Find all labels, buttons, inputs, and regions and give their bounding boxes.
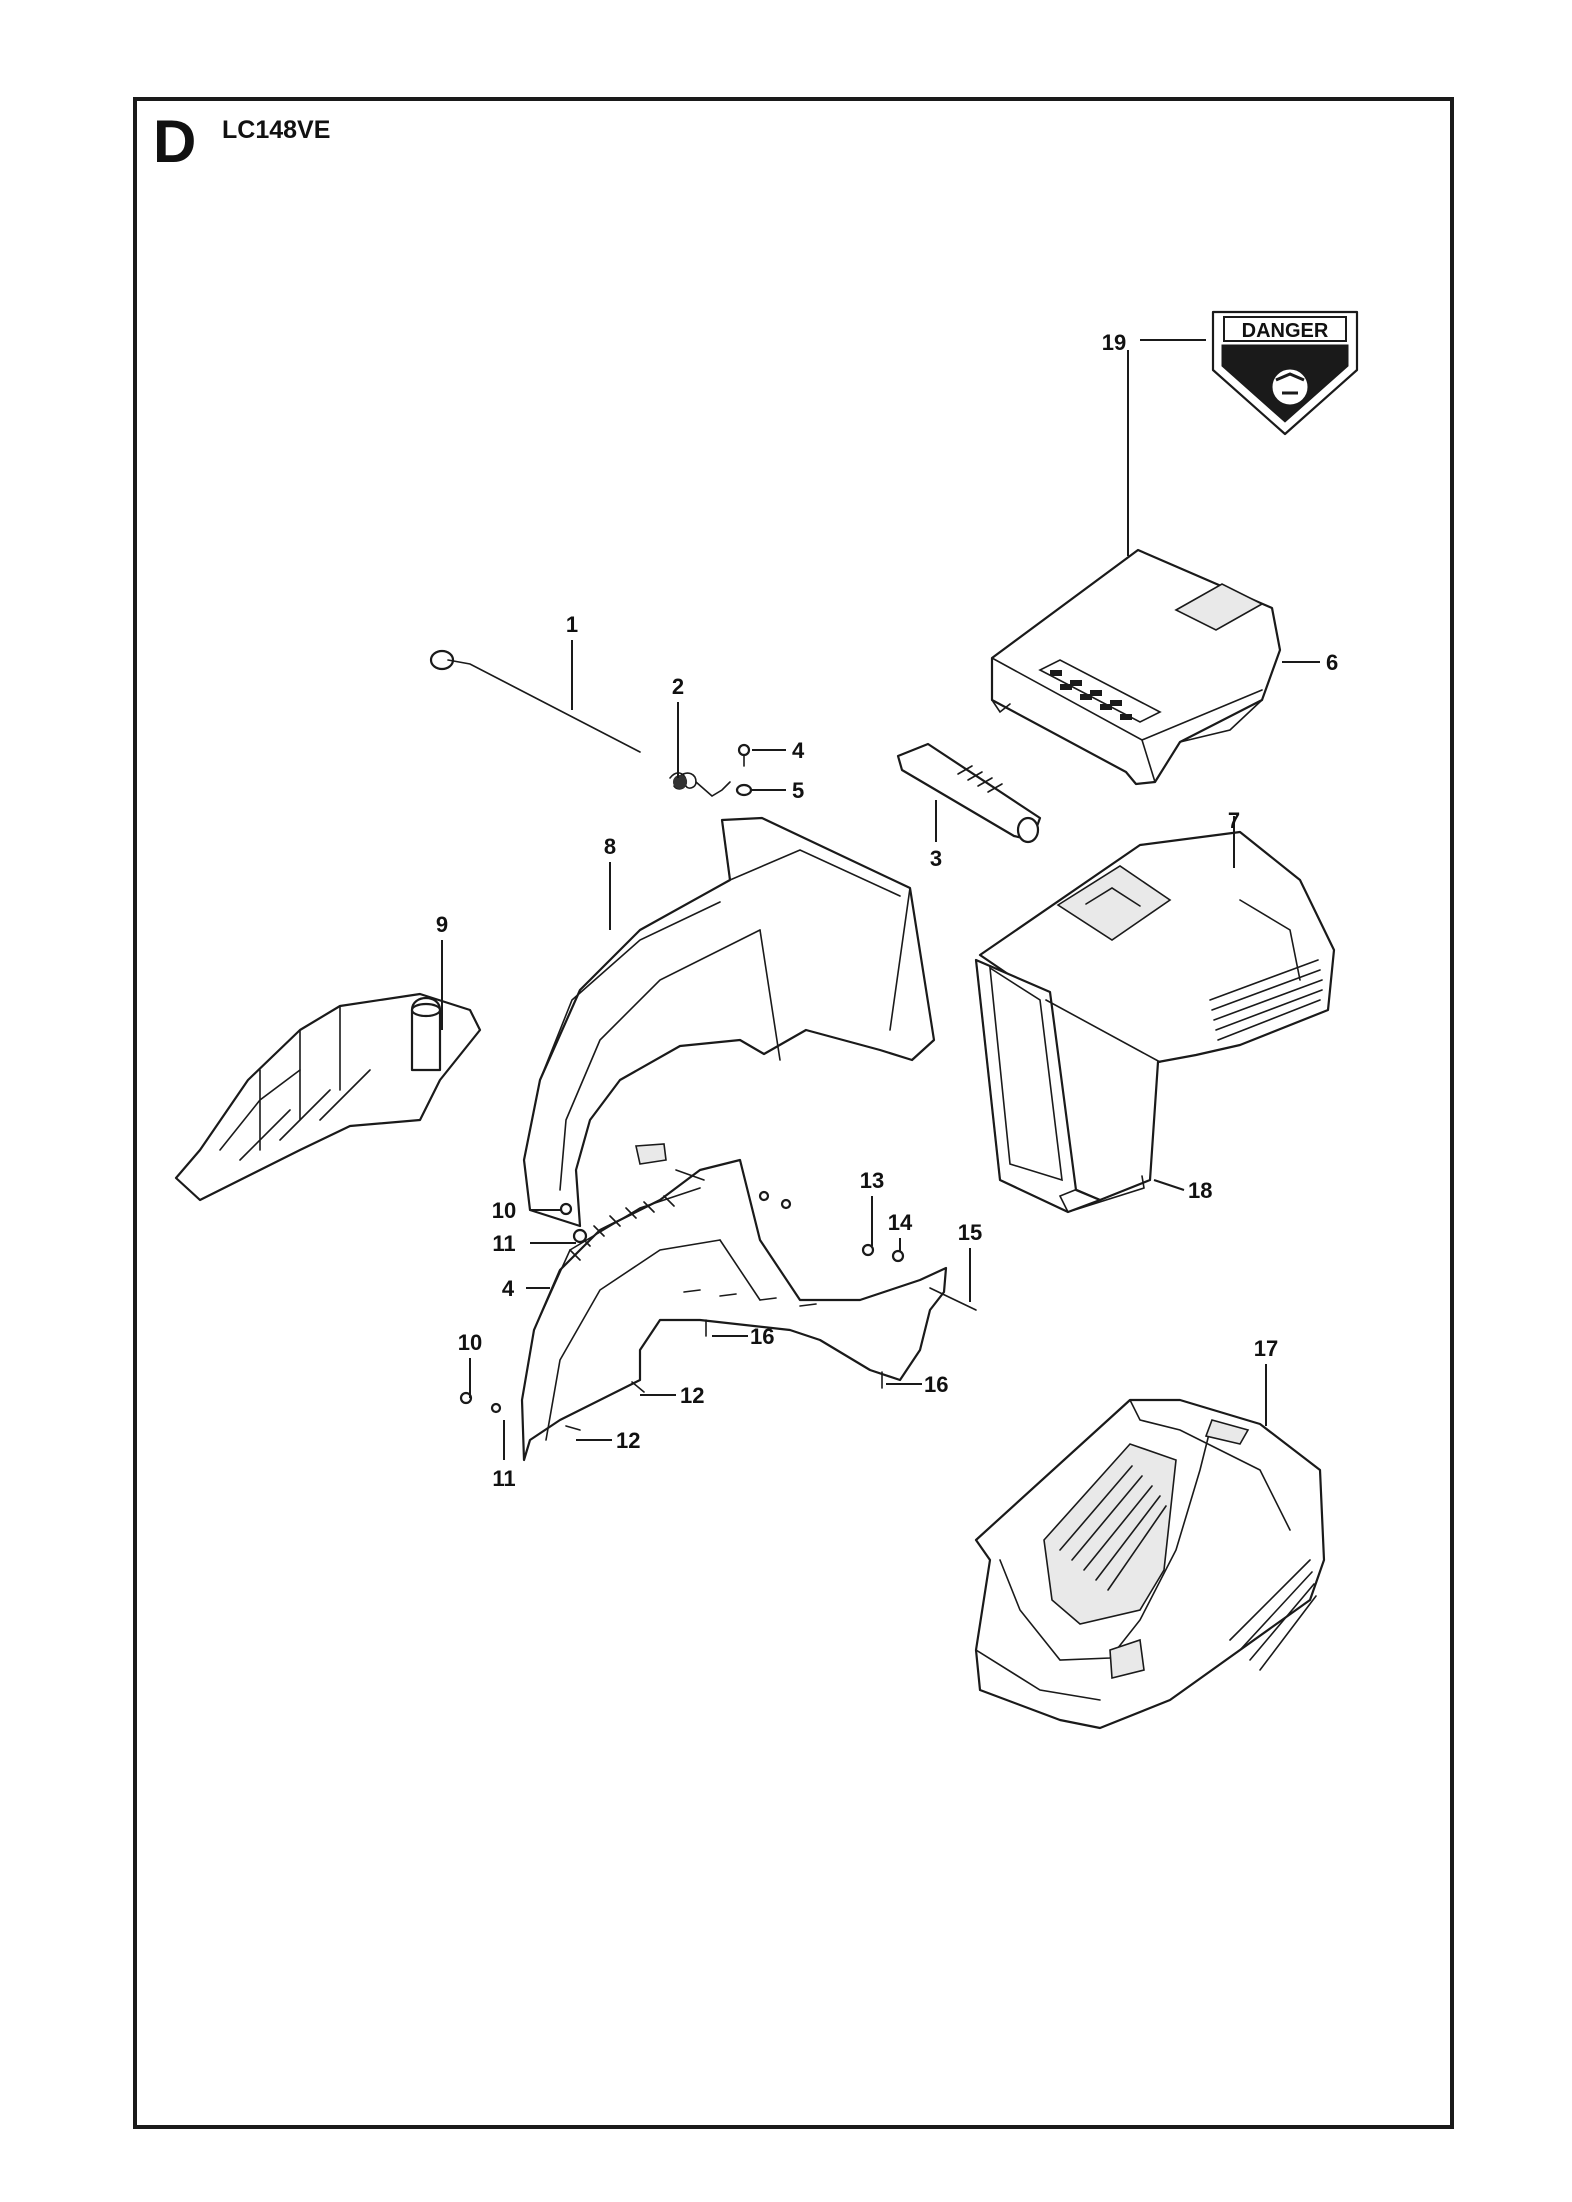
hardware-12-screw-b <box>565 1425 581 1431</box>
part-17-lower-catcher <box>974 1398 1326 1730</box>
danger-label: DANGER <box>1242 320 1329 342</box>
part-6-top-cover <box>990 548 1282 786</box>
callout-4-top: 4 <box>792 738 805 763</box>
hardware-14-washer <box>891 1249 905 1263</box>
callout-15: 15 <box>958 1220 982 1245</box>
diagram-frame <box>133 97 1454 2129</box>
hardware-11-washer-a <box>572 1228 588 1244</box>
callout-5: 5 <box>792 778 804 803</box>
hardware-10-nut-a <box>559 1202 573 1216</box>
callout-8: 8 <box>604 834 616 859</box>
callouts: 19 6 1 2 4 5 3 7 8 9 18 13 14 15 10 11 4… <box>436 330 1338 1491</box>
part-2-spring <box>669 772 731 797</box>
part-1-rod <box>429 649 641 753</box>
callout-11-upper: 11 <box>492 1231 515 1256</box>
part-3-handle-grip <box>896 742 1042 844</box>
callout-3: 3 <box>930 846 942 871</box>
section-letter: D <box>153 108 197 175</box>
callout-17: 17 <box>1254 1336 1278 1361</box>
callout-14: 14 <box>888 1210 913 1235</box>
part-19-danger-decal: DANGER <box>1211 310 1359 436</box>
part-18-frame-wire <box>975 959 1145 1213</box>
callout-6: 6 <box>1326 650 1338 675</box>
callout-16-right: 16 <box>924 1372 948 1397</box>
leader-lines <box>441 339 1320 1460</box>
hardware-13-nut <box>861 1243 875 1257</box>
callout-9: 9 <box>436 912 448 937</box>
hardware-15-bolt <box>929 1287 977 1311</box>
hardware-bolt-top <box>675 1169 792 1210</box>
callout-16-left: 16 <box>750 1324 774 1349</box>
callout-10-lower: 10 <box>458 1330 482 1355</box>
callout-7: 7 <box>1228 808 1240 833</box>
callout-1: 1 <box>566 612 578 637</box>
callout-2: 2 <box>672 674 684 699</box>
part-7-upper-catcher <box>974 830 1336 1214</box>
callout-18: 18 <box>1188 1178 1212 1203</box>
callout-4-lower: 4 <box>502 1276 515 1301</box>
callout-11-lower: 11 <box>492 1466 515 1491</box>
callout-19: 19 <box>1102 330 1126 355</box>
part-4-chute-lower <box>520 1158 948 1462</box>
model-code: LC148VE <box>222 116 331 144</box>
callout-13: 13 <box>860 1168 884 1193</box>
part-4-screw-top <box>737 743 751 767</box>
callout-10-upper: 10 <box>492 1198 516 1223</box>
part-9-deflector <box>174 992 482 1202</box>
part-5-washer <box>735 783 753 797</box>
hardware-12-screw-a <box>631 1381 645 1393</box>
callout-12-lower: 12 <box>616 1428 640 1453</box>
hardware-11-washer-b <box>490 1402 502 1414</box>
callout-12-upper: 12 <box>680 1383 704 1408</box>
part-8-chute-upper <box>522 816 936 1228</box>
